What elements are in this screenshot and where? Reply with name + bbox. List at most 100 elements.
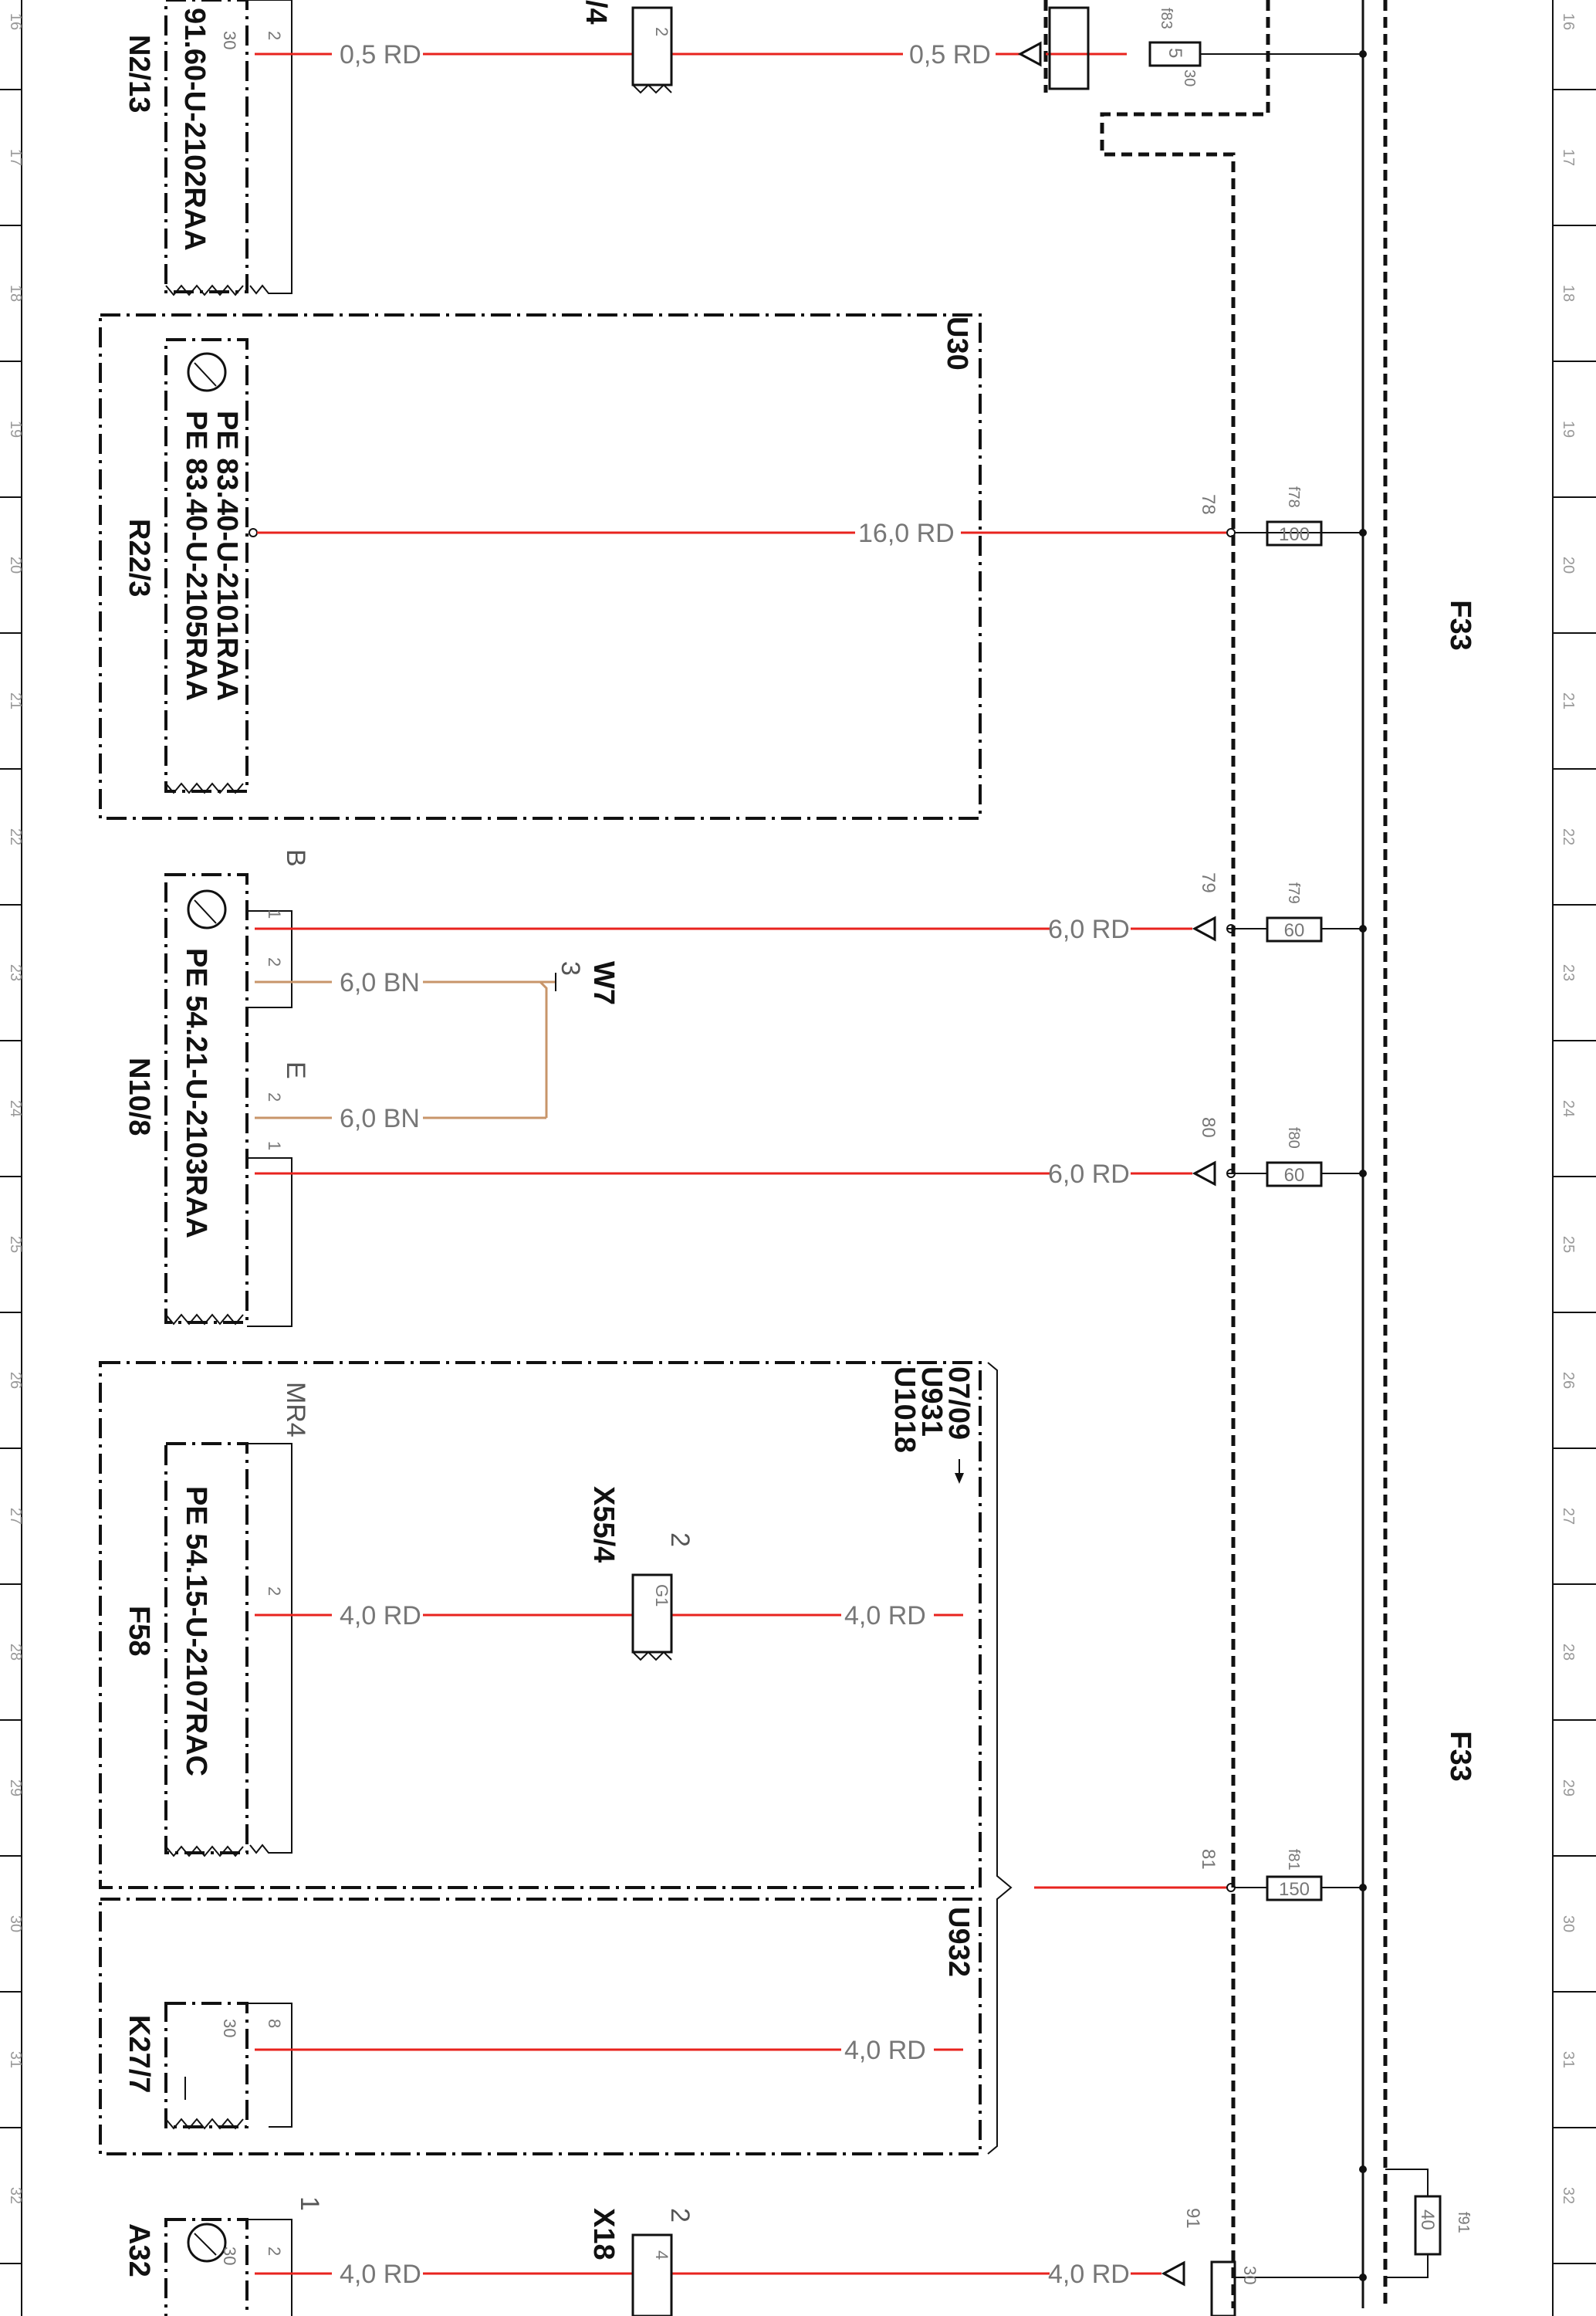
fuse-value: 150 — [1279, 1879, 1310, 1900]
pin-label: 30 — [1240, 2266, 1260, 2284]
grid-row-label: 26 — [1560, 1372, 1577, 1389]
terminal-91[interactable]: 91 30 — [1182, 2208, 1367, 2316]
component-ref: N10/8 — [123, 1058, 155, 1136]
pin-label: 2 — [265, 957, 284, 967]
area-label: U931 — [915, 1366, 948, 1437]
connector-x18: X18 2 4 — [587, 2208, 695, 2316]
pin-label: 1 — [295, 2196, 324, 2211]
wire-label: 0,5 RD — [909, 40, 991, 69]
grid-row-label: 16 — [7, 13, 24, 30]
fuse-label: f81 — [1285, 1849, 1302, 1871]
fuse-label: f91 — [1455, 2212, 1472, 2233]
component-part: PE 54.15-U-2107RAC — [180, 1486, 212, 1776]
grid-row-label: 24 — [7, 1100, 24, 1117]
terminal-arrow — [1017, 41, 1042, 67]
component-ref: F58 — [123, 1606, 155, 1656]
wire-label: 0,5 RD — [340, 40, 421, 69]
grid-row-label: 24 — [1560, 1100, 1577, 1117]
grid-row-label: 17 — [1560, 149, 1577, 166]
fuse-f81[interactable]: 150 f81 81 — [1198, 1849, 1367, 1901]
pin-label: 8 — [265, 2019, 284, 2028]
connector-label: MR4 — [281, 1382, 310, 1437]
component-n2-13[interactable]: 91.60-U-2102RAA N2/13 2 30 — [123, 0, 292, 296]
grid-row-label: 19 — [1560, 421, 1577, 438]
component-a32[interactable]: A32 1 2 30 — [123, 2196, 324, 2316]
fuse-box-label: F33 — [1444, 1731, 1476, 1781]
wire-brown[interactable]: 6,0 BN 6,0 BN — [255, 968, 556, 1133]
fuse-label: f78 — [1285, 486, 1302, 508]
fuse-value: 60 — [1284, 920, 1305, 941]
fuse-f83[interactable]: 5 f83 30 — [1048, 6, 1367, 90]
fuse-f78[interactable]: 100 f78 78 — [1198, 486, 1367, 547]
fuse-value: 5 — [1165, 48, 1185, 58]
grid-row-label: 25 — [1560, 1236, 1577, 1253]
wire[interactable]: 4,0 RD 4,0 RD — [255, 1601, 963, 1630]
connector-x55-4: X55/4 2 G1 — [587, 1486, 695, 1661]
fuse-value: 100 — [1279, 524, 1310, 545]
component-ref: K27/7 — [123, 2015, 155, 2093]
grid-row-label: 17 — [7, 149, 24, 166]
wire[interactable]: 6,0 RD — [255, 1160, 1192, 1189]
grid-row-label: 21 — [7, 692, 24, 709]
wire-label: 16,0 RD — [858, 519, 955, 548]
wire[interactable]: 4,0 RD 4,0 RD — [255, 2260, 1161, 2289]
pin-label: 2 — [652, 27, 671, 36]
grid-row-label: 22 — [1560, 828, 1577, 845]
component-n10-8[interactable]: PE 54.21-U-2103RAA N10/8 B E 1 2 2 1 — [123, 849, 310, 1327]
terminal-arrow — [1161, 2260, 1185, 2287]
wire-label: 4,0 RD — [844, 2036, 926, 2065]
wire-label: 4,0 RD — [340, 2260, 421, 2289]
splice-ref: W7 — [587, 961, 620, 1005]
pin-label: 4 — [652, 2250, 671, 2260]
grid-row-label: 25 — [7, 1236, 24, 1253]
area-u932: U932 — [99, 1898, 982, 2155]
grid-row-label: 20 — [1560, 557, 1577, 574]
wire[interactable]: 4,0 RD — [255, 2036, 963, 2065]
area-label: U932 — [942, 1907, 975, 1977]
grid-row-label: 29 — [7, 1779, 24, 1796]
module-boundary — [1100, 0, 1270, 2308]
pin-label: 2 — [265, 2247, 284, 2256]
fuse-f80[interactable]: 60 f80 80 — [1198, 1117, 1367, 1187]
grid-row-label: 18 — [7, 285, 24, 302]
connector-label: E — [281, 1062, 310, 1079]
wire-label: 6,0 RD — [1048, 1160, 1130, 1189]
component-part: PE 83.40-U-2105RAA — [180, 411, 212, 701]
area-label: U1018 — [888, 1366, 921, 1453]
area-label: 07/09 — [942, 1366, 975, 1440]
wire[interactable]: 6,0 RD — [255, 915, 1192, 944]
pin-label: 2 — [665, 1532, 695, 1547]
fuse-f91[interactable]: 40 f91 — [1359, 2165, 1472, 2278]
connector-x-top: /4 2 — [580, 0, 673, 94]
grid-row-label: 26 — [7, 1372, 24, 1389]
wire[interactable]: 16,0 RD — [249, 519, 1363, 548]
wire[interactable]: 0,5 RD 0,5 RD — [255, 40, 1363, 69]
component-f58[interactable]: PE 54.15-U-2107RAC F58 MR4 2 — [123, 1382, 310, 1857]
component-ref: R22/3 — [123, 519, 155, 597]
component-k27-7[interactable]: K27/7 8 30 — [123, 2002, 292, 2130]
grid-row-label: 27 — [7, 1508, 24, 1525]
connector-ref: X18 — [587, 2208, 620, 2260]
grid-row-label: 29 — [1560, 1779, 1577, 1796]
grid-row-label: 32 — [7, 2187, 24, 2204]
fuse-f79[interactable]: 60 f79 79 — [1198, 872, 1367, 943]
pin-label: 2 — [665, 2208, 695, 2223]
component-r22-3[interactable]: PE 83.40-U-2101RAA PE 83.40-U-2105RAA R2… — [123, 338, 249, 794]
grid-row-label: 16 — [1560, 13, 1577, 30]
wire-label: 4,0 RD — [1048, 2260, 1130, 2289]
wire-label: 6,0 RD — [1048, 915, 1130, 944]
pin-label: 1 — [265, 1141, 284, 1150]
fuse-label: f79 — [1285, 882, 1302, 904]
pin-label: 2 — [265, 1586, 284, 1596]
fuse-box-label: F33 — [1444, 600, 1476, 650]
grid-row-label: 19 — [7, 421, 24, 438]
connector-ref: /4 — [580, 0, 612, 25]
fuse-value: 40 — [1417, 2209, 1438, 2230]
area-label: U30 — [941, 317, 973, 371]
grid-row-label: 30 — [1560, 1915, 1577, 1932]
pin-label: 2 — [265, 31, 284, 40]
pin-label: 3 — [556, 961, 585, 976]
component-ref: A32 — [123, 2223, 155, 2277]
grid-row-label: 31 — [7, 2051, 24, 2068]
